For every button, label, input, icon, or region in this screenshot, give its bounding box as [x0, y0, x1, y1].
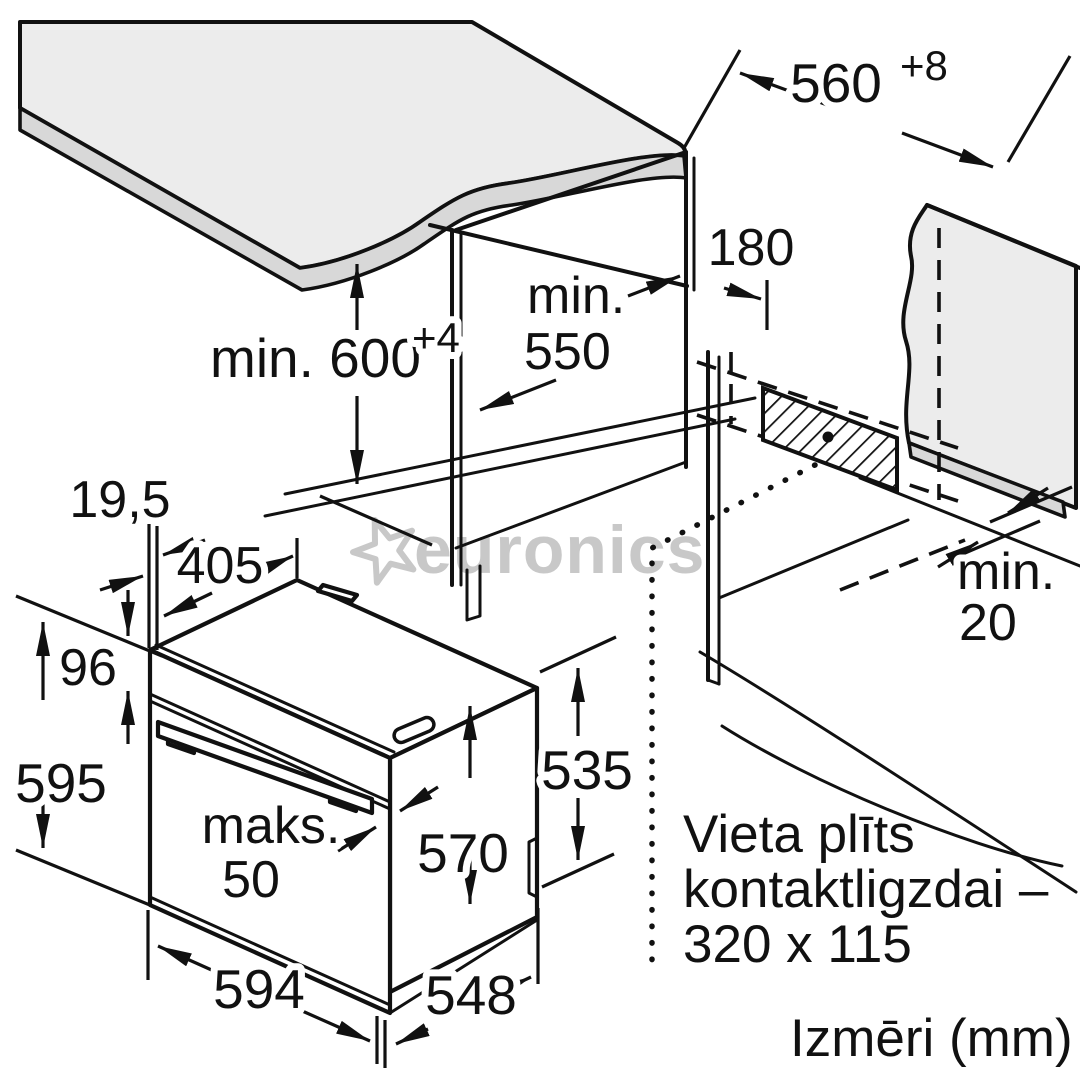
dim-oven-depth-label: 548 — [425, 964, 517, 1026]
star-icon — [350, 516, 417, 586]
dim-niche-height-sup: +4 — [412, 314, 460, 361]
dimensions: 560 +8 min. 600 +4 min. 550 180 — [8, 35, 1073, 1068]
dim-niche-width-label: 560 — [790, 52, 882, 114]
dim-top-depth-label: 405 — [177, 537, 264, 595]
socket-note-line3: 320 x 115 — [683, 915, 912, 974]
socket-note: Vieta plīts kontaktligzdai – 320 x 115 — [683, 805, 1049, 974]
dim-top-depth: 405 — [163, 530, 299, 618]
dim-niche-depth-label-2: 550 — [524, 323, 611, 381]
dim-oven-height: 595 — [8, 594, 163, 912]
dim-side-height-label: 535 — [541, 739, 633, 801]
dim-handle-max-label-2: 50 — [222, 851, 280, 909]
right-cabinet-panel — [901, 203, 1078, 510]
units-note: Izmēri (mm) — [790, 1009, 1073, 1068]
dim-niche-width-sup: +8 — [900, 42, 948, 89]
dim-panel-height: 96 — [52, 590, 135, 744]
countertop-surface — [18, 20, 688, 270]
dim-rear-gap: min. 20 — [937, 485, 1073, 659]
dim-oven-width: 594 — [146, 910, 387, 1068]
socket-note-line1: Vieta plīts — [683, 805, 915, 864]
dim-handle-max: maks. 50 — [195, 785, 439, 916]
dim-panel-height-label: 96 — [59, 639, 117, 697]
niche-cabinet — [428, 150, 910, 686]
dim-front-offset: 19,5 — [62, 464, 206, 650]
dim-niche-height-label: min. 600 — [210, 327, 421, 389]
dim-socket-offset: 180 — [627, 212, 801, 330]
dim-handle-max-label-1: maks. — [202, 797, 341, 855]
oven-handle-bar — [155, 719, 375, 816]
oven — [147, 577, 540, 1016]
dim-oven-width-label: 594 — [213, 958, 305, 1020]
dim-front-offset-label: 19,5 — [69, 471, 170, 529]
countertop — [18, 20, 688, 292]
dim-socket-offset-label: 180 — [708, 219, 795, 277]
dim-niche-height: min. 600 +4 — [203, 264, 467, 547]
dim-oven-depth: 548 — [395, 908, 540, 1046]
dim-oven-height-label: 595 — [15, 752, 107, 814]
dim-niche-depth: min. 550 — [479, 260, 632, 412]
dim-niche-width: 560 +8 — [682, 35, 1072, 169]
dim-cavity-height: 570 — [410, 706, 516, 904]
side-grip-hole — [392, 715, 436, 745]
dim-rear-gap-label-1: min. — [957, 543, 1055, 601]
dim-rear-gap-label-2: 20 — [959, 594, 1017, 652]
watermark-text: euronics — [414, 512, 705, 588]
dim-cavity-height-label: 570 — [417, 822, 509, 884]
dim-side-height: 535 — [534, 635, 640, 889]
socket-leader-dots — [649, 462, 818, 965]
dim-niche-depth-label-1: min. — [527, 267, 625, 325]
socket-dot — [822, 431, 834, 443]
socket-note-line2: kontaktligzdai – — [683, 860, 1049, 919]
